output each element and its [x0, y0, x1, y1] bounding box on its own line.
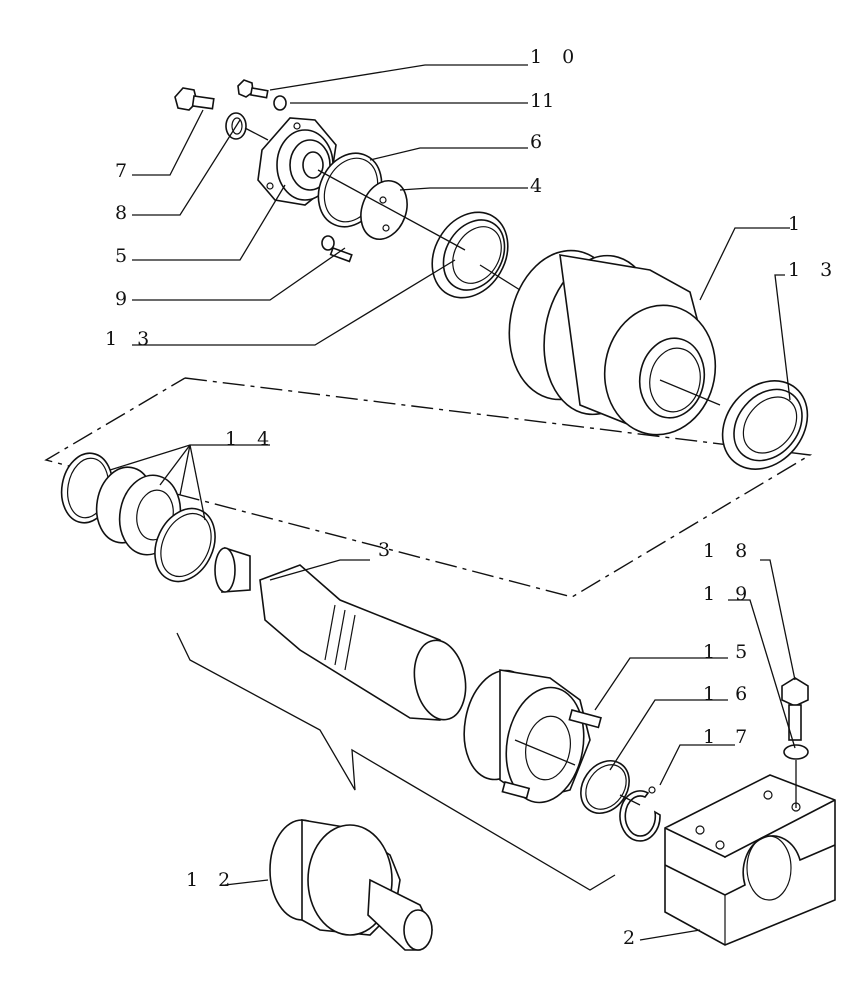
roller-part-1	[508, 249, 717, 436]
callout-7: 7	[115, 160, 134, 182]
callout-8: 8	[115, 202, 134, 224]
callout-1: 1	[788, 213, 807, 235]
washer-part-11	[273, 95, 287, 111]
callout-18: 1 8	[703, 540, 754, 562]
callout-10: 1 0	[530, 46, 581, 68]
bolt-part-18	[781, 677, 809, 741]
bolt-part-10	[237, 79, 269, 99]
plate-part-4	[360, 180, 408, 240]
shaft-part-3	[214, 546, 467, 721]
callout-9: 9	[115, 288, 134, 310]
callout-labels: 1 0 11 6 4 7 8 5 9 1 3 1 1 3 1 4 3 1 8 1…	[105, 46, 839, 949]
bearing-part-13-right	[721, 380, 809, 470]
callout-13-left: 1 3	[105, 328, 156, 350]
callout-15: 1 5	[703, 641, 754, 663]
circlip-part-17	[619, 786, 661, 842]
callout-14: 1 4	[225, 428, 276, 450]
screw-part-9	[321, 235, 353, 263]
assembled-roller-part-12	[269, 819, 433, 951]
callout-12: 1 2	[186, 869, 237, 891]
callout-6: 6	[530, 131, 549, 153]
o-ring-part-16	[580, 760, 630, 814]
callout-17: 1 7	[703, 726, 754, 748]
callout-2: 2	[623, 927, 642, 949]
collar-part-15	[463, 669, 602, 804]
callout-5: 5	[115, 245, 134, 267]
callout-4: 4	[530, 175, 549, 197]
callout-16: 1 6	[703, 683, 754, 705]
bracket-block-part-2	[664, 774, 836, 946]
cover-part-5	[257, 117, 337, 206]
assembly-boundary	[44, 377, 813, 598]
seal-set-part-14	[60, 452, 216, 583]
bolt-part-7	[174, 87, 215, 111]
callout-13-right: 1 3	[788, 259, 839, 281]
callout-11: 11	[530, 90, 554, 112]
callout-3: 3	[378, 539, 397, 561]
subassembly-bracket	[176, 632, 616, 891]
leader-lines	[109, 64, 797, 941]
callout-19: 1 9	[703, 583, 754, 605]
bearing-part-13-upper	[431, 211, 509, 299]
washer-part-19	[783, 744, 809, 760]
